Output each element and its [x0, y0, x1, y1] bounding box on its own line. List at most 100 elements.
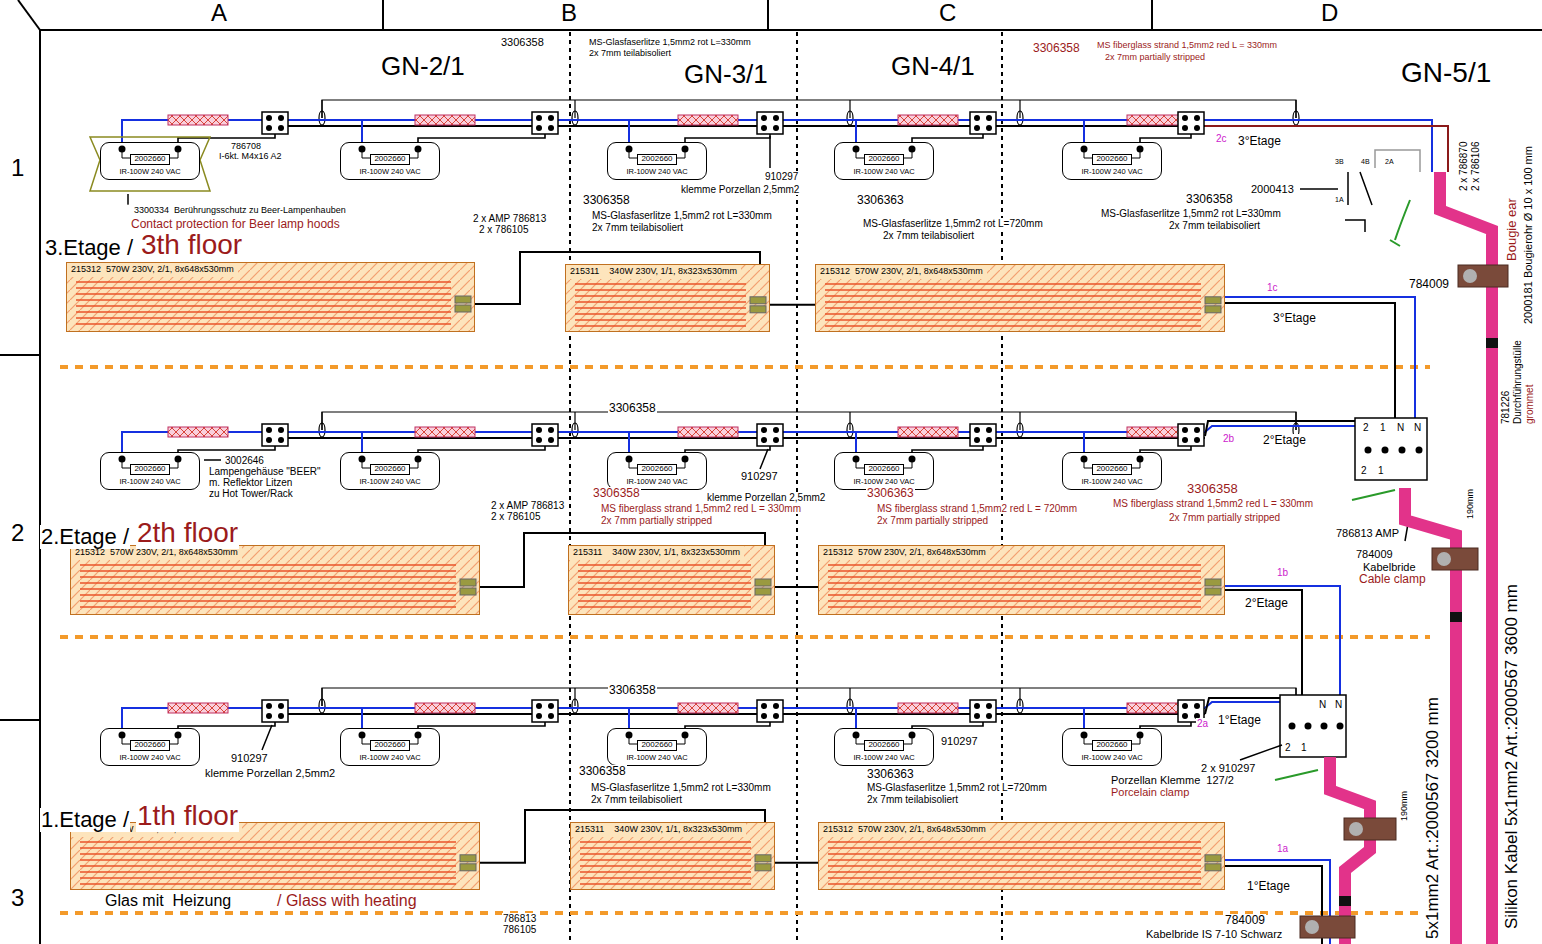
- terminal-dot: [278, 427, 284, 433]
- heating-trace: [825, 307, 1201, 309]
- terminal-dot: [761, 115, 767, 121]
- heating-trace: [80, 883, 456, 885]
- callout-label: 910297: [230, 752, 269, 764]
- amp-connector: [460, 579, 476, 586]
- lamp-lead: [170, 149, 178, 158]
- heating-trace: [76, 281, 451, 283]
- black-wire: [418, 446, 545, 452]
- blue-wire: [855, 120, 857, 142]
- blue-wire: [361, 432, 363, 452]
- floor-divider: [60, 635, 1430, 639]
- terminal-block: [532, 700, 558, 722]
- lamp-lead: [1084, 459, 1092, 468]
- blue-wire: [1205, 702, 1280, 708]
- terminal-dot: [986, 427, 992, 433]
- lamp-lead: [1132, 459, 1140, 468]
- panel-spec: 215311 340W 230V, 1/1, 8x323x530mm: [566, 265, 741, 279]
- callout-label: 3306358: [582, 194, 631, 207]
- heating-trace: [76, 287, 451, 289]
- bracket-wire: [849, 688, 850, 706]
- terminal-dot: [1416, 447, 1423, 454]
- lamp-rating: IR-100W 240 VAC: [623, 478, 690, 486]
- heating-panel: 215312 570W 230V, 2/1, 8x648x530mm: [818, 545, 1225, 615]
- bracket-wire: [1295, 100, 1296, 118]
- heating-glass: [818, 822, 1225, 890]
- lamp-lead: [677, 149, 685, 158]
- heating-trace: [575, 283, 746, 285]
- callout-label: GN-4/1: [890, 52, 976, 81]
- terminal-dot: [1194, 437, 1200, 443]
- cable-clamp: [1344, 818, 1396, 840]
- heating-trace: [825, 289, 1201, 291]
- lamp-lead: [904, 735, 912, 744]
- terminal-dot: [266, 703, 272, 709]
- callout-label: MS-Glasfaserlitze 1,5mm2 rot L=330mm: [1100, 208, 1282, 219]
- group-divider: [569, 32, 571, 944]
- amp-connector: [755, 855, 771, 862]
- terminal-block: [532, 424, 558, 446]
- lamp-lead: [677, 459, 685, 468]
- callout-label: MS fiberglass strand 1,5mm2 red L = 720m…: [876, 503, 1078, 514]
- ground-wire: [1390, 200, 1410, 246]
- terminal-dot: [266, 713, 272, 719]
- lamp-lead: [629, 459, 637, 468]
- callout-label: klemme Porzellan 2,5mm2: [204, 767, 336, 779]
- terminal-dot: [1399, 447, 1406, 454]
- callout-label: 2 x AMP 786813: [490, 500, 565, 511]
- heating-trace: [828, 853, 1201, 855]
- callout-label: / Glass with heating: [276, 892, 418, 910]
- callout-label: 2x 7mm partially stripped: [600, 515, 713, 526]
- callout-label: 910297: [740, 470, 779, 482]
- lamp-box: 2002660IR-100W 240 VAC: [607, 452, 707, 490]
- lamp-rating: IR-100W 240 VAC: [116, 754, 183, 762]
- lamp-lead: [629, 149, 637, 158]
- part-number: 2002660: [130, 154, 169, 165]
- part-number: 2002660: [864, 154, 903, 165]
- panel-wire: [480, 810, 765, 863]
- heating-trace: [80, 877, 456, 879]
- amp-connector: [1205, 864, 1221, 871]
- terminal-dot: [536, 115, 542, 121]
- terminal-dot: [761, 703, 767, 709]
- terminal-dot: [1194, 427, 1200, 433]
- cable-tie: [1293, 111, 1299, 125]
- panel-wire: [775, 862, 818, 864]
- grid-reference: B: [560, 0, 578, 26]
- lamp-lead: [1084, 735, 1092, 744]
- amp-connector: [460, 864, 476, 871]
- part-number: 2002660: [370, 740, 409, 751]
- heating-trace: [578, 600, 751, 602]
- brown-wire: [1205, 126, 1448, 172]
- heating-trace: [80, 570, 456, 572]
- heating-glass: [570, 822, 775, 890]
- fiberglass-sleeve: [168, 115, 228, 125]
- heating-trace: [80, 600, 456, 602]
- panel-wire: [475, 252, 760, 304]
- fiberglass-sleeve: [898, 427, 958, 437]
- cable-clamp: [1432, 548, 1478, 570]
- blue-wire: [628, 432, 630, 452]
- heating-trace: [575, 289, 746, 291]
- lamp-lead: [122, 735, 130, 744]
- callout-label: Kabelbride IS 7-10 Schwarz: [1145, 928, 1283, 940]
- callout-label: 784009: [1408, 278, 1450, 291]
- heating-trace: [828, 865, 1201, 867]
- terminal-dot: [536, 437, 542, 443]
- callout-label: 2x 7mm partially stripped: [876, 515, 989, 526]
- terminal-dot: [266, 125, 272, 131]
- callout-label: MS-Glasfaserlitze 1,5mm2 rot L=330mm: [590, 782, 772, 793]
- lamp-lead: [362, 149, 370, 158]
- terminal-dot: [278, 115, 284, 121]
- cable-tie: [319, 111, 325, 125]
- terminal-strip: [1280, 695, 1346, 757]
- heating-trace: [80, 871, 456, 873]
- terminal-dot: [1194, 115, 1200, 121]
- lamp-rating: IR-100W 240 VAC: [850, 754, 917, 762]
- bracket-wire: [1019, 100, 1020, 118]
- lamp-rating: IR-100W 240 VAC: [850, 478, 917, 486]
- part-number: 2002660: [637, 464, 676, 475]
- lamp-rating: IR-100W 240 VAC: [850, 168, 917, 176]
- callout-label: 3306363: [866, 487, 915, 500]
- switch-symbol: [1345, 172, 1372, 232]
- terminal-dot: [1182, 125, 1188, 131]
